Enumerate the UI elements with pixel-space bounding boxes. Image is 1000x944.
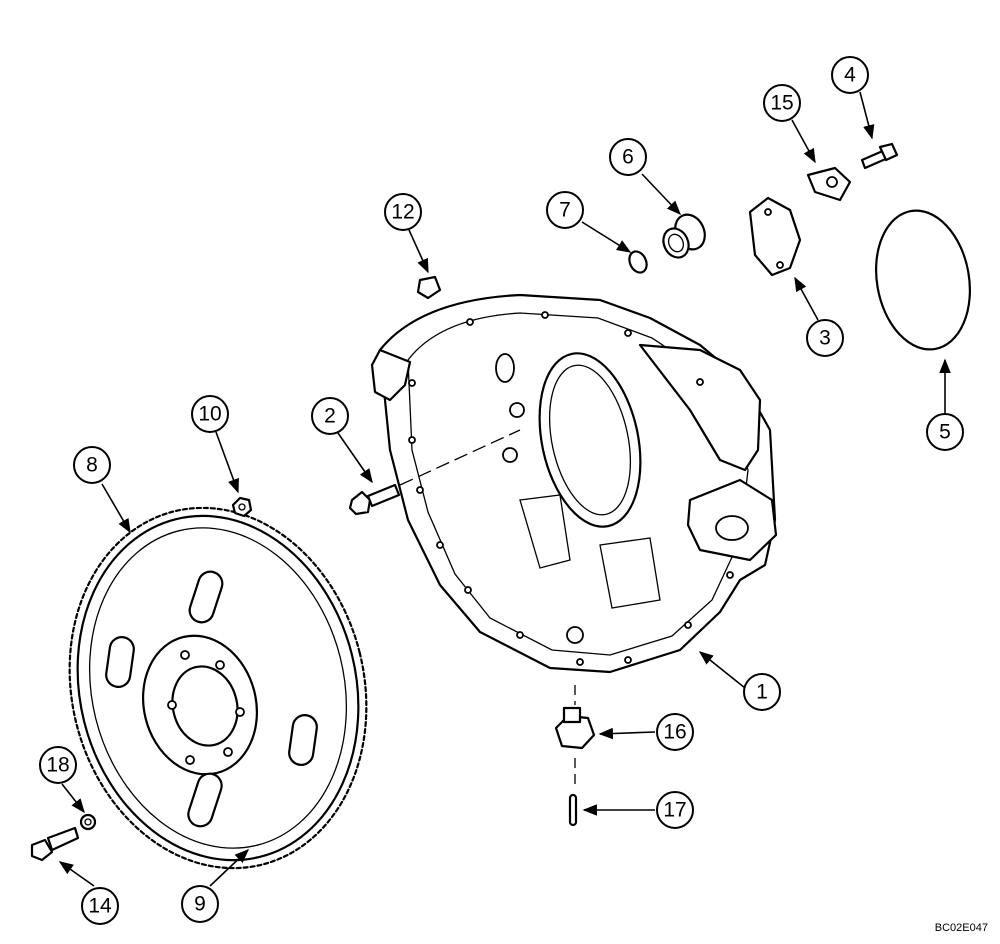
callout-16: 16	[656, 713, 694, 751]
leader-lines	[58, 91, 951, 887]
svg-text:9: 9	[194, 893, 206, 916]
callout-7: 7	[546, 191, 584, 229]
callout-3: 3	[806, 319, 844, 357]
svg-text:6: 6	[622, 146, 634, 169]
callout-14: 14	[81, 887, 119, 925]
bolt-part-2	[348, 483, 401, 516]
svg-text:4: 4	[844, 64, 856, 87]
callout-12: 12	[384, 193, 422, 231]
drain-plug-part-16	[554, 706, 596, 750]
callout-18: 18	[39, 746, 77, 784]
callout-5: 5	[926, 413, 964, 451]
svg-text:18: 18	[46, 754, 69, 777]
flywheel	[68, 506, 368, 870]
callout-1: 1	[743, 673, 781, 711]
figure-code: BC02E047	[934, 922, 988, 934]
fitting-part-12	[416, 275, 442, 300]
o-ring-part-5	[874, 209, 972, 351]
svg-text:16: 16	[663, 721, 686, 744]
svg-text:15: 15	[770, 92, 793, 115]
screw-part-4	[860, 142, 899, 170]
callout-8: 8	[73, 446, 111, 484]
callout-9: 9	[181, 885, 219, 923]
plug-part-6	[662, 213, 706, 259]
o-ring-part-7	[628, 250, 648, 274]
callout-4: 4	[831, 56, 869, 94]
svg-text:5: 5	[939, 421, 951, 444]
nut-part-10	[231, 496, 253, 518]
cover-plate-part-3	[748, 196, 802, 277]
svg-text:14: 14	[88, 895, 112, 918]
svg-text:2: 2	[324, 405, 336, 428]
bolt-part-14	[30, 826, 80, 862]
callout-6: 6	[609, 138, 647, 176]
svg-text:3: 3	[819, 327, 831, 350]
pin-part-17	[568, 793, 578, 827]
svg-text:8: 8	[86, 454, 98, 477]
svg-text:7: 7	[559, 199, 571, 222]
callout-17: 17	[656, 791, 694, 829]
flywheel-housing	[370, 293, 778, 674]
callout-2: 2	[311, 397, 349, 435]
svg-text:12: 12	[391, 201, 414, 224]
callout-10: 10	[191, 395, 229, 433]
svg-text:1: 1	[756, 681, 768, 704]
gasket-part-15	[806, 166, 852, 202]
svg-text:10: 10	[198, 403, 221, 426]
svg-text:17: 17	[663, 799, 686, 822]
washer-part-18	[79, 813, 97, 831]
callout-15: 15	[763, 84, 801, 122]
